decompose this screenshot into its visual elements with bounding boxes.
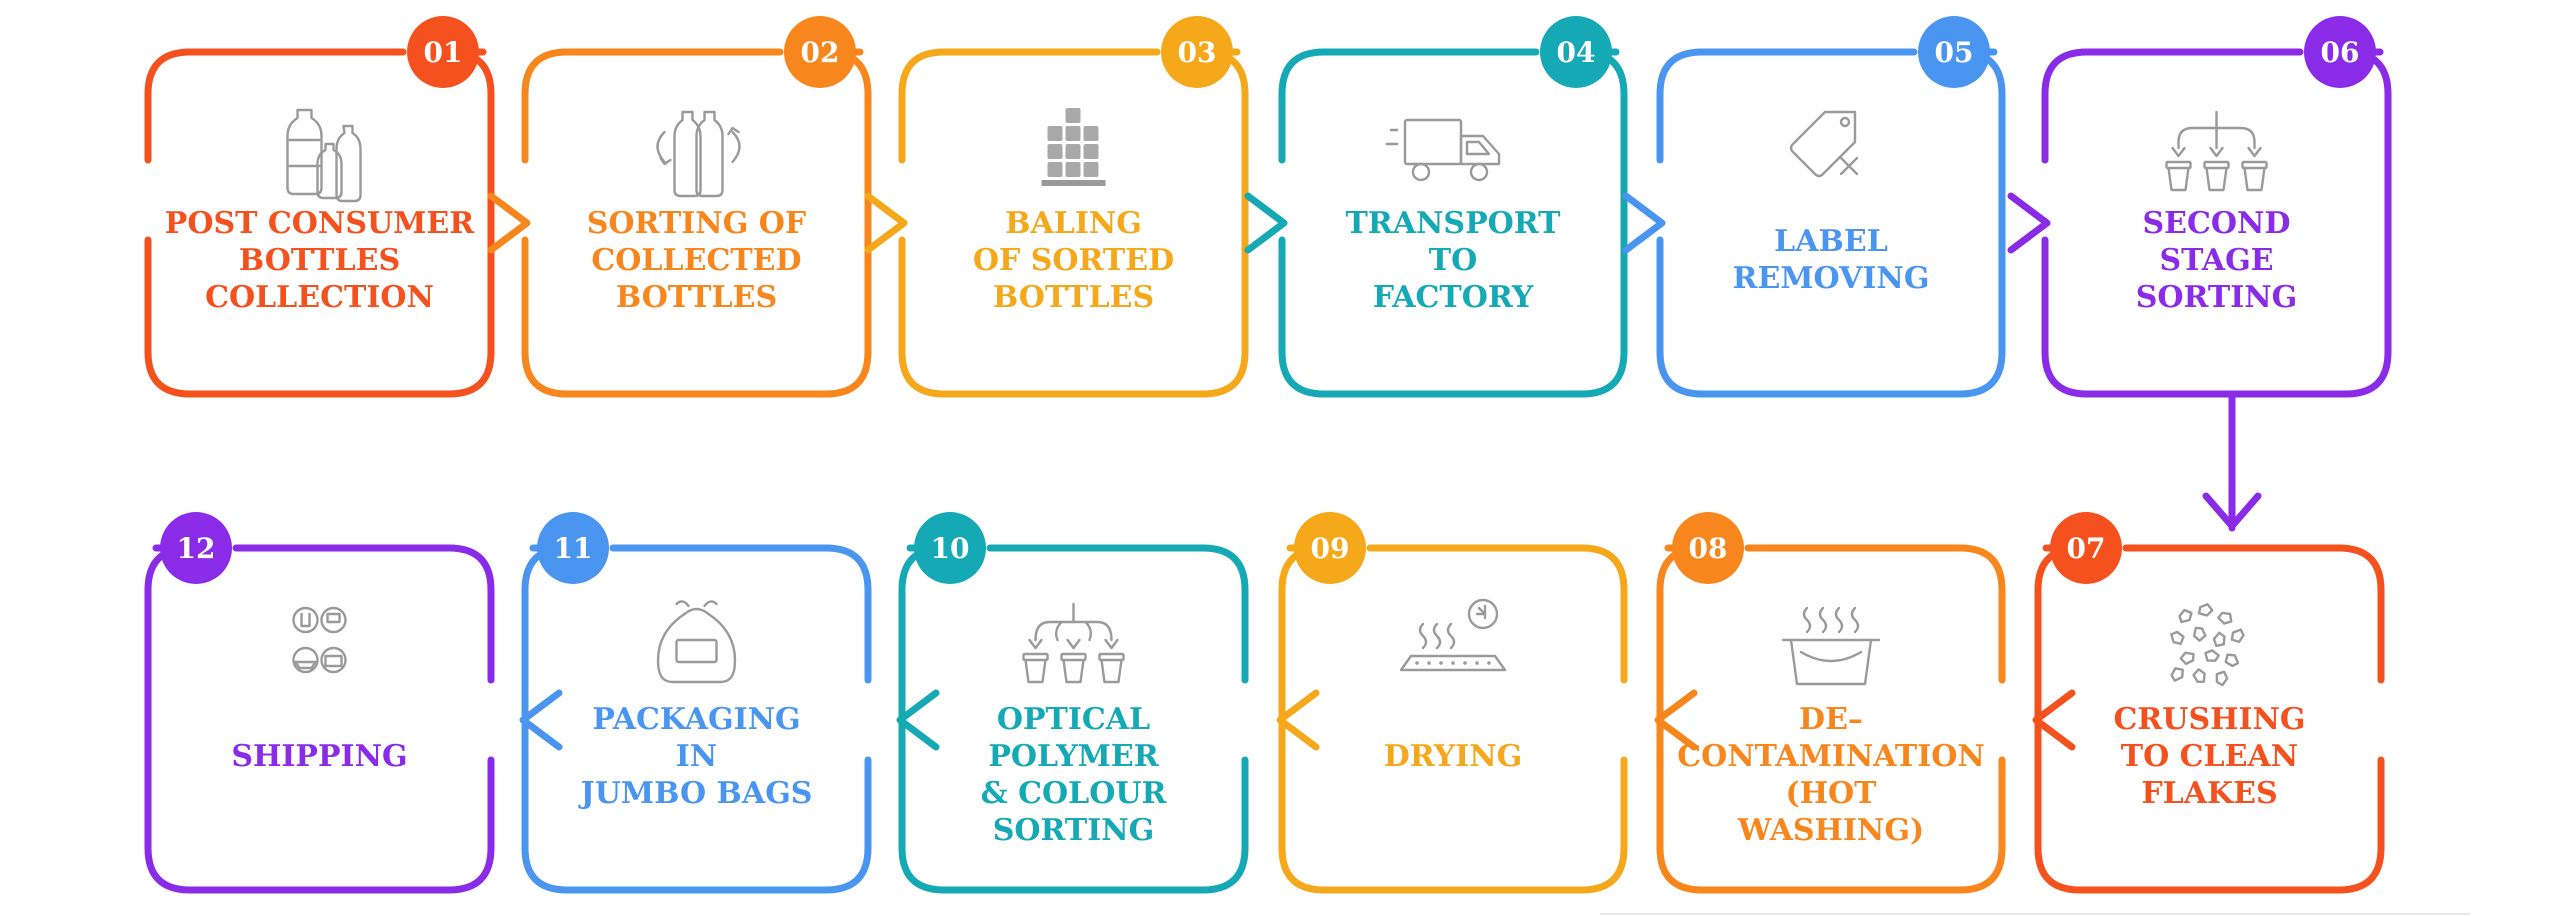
process-step: 10 [896, 512, 1249, 894]
process-step: 04 [1244, 16, 1628, 398]
step-frame [521, 544, 872, 894]
step-number-badge: 12 [160, 512, 232, 584]
flow-arrow [1654, 689, 1698, 751]
bottles-icon [286, 108, 362, 203]
step-label: CRUSHING TO CLEAN FLAKES [2113, 701, 2306, 811]
process-step: 01 [144, 16, 495, 398]
step-number: 01 [424, 36, 463, 69]
step-label: SORTING OF COLLECTED BOTTLES [586, 205, 807, 315]
step-label: SECOND STAGE SORTING [2135, 205, 2298, 315]
flow-arrow [864, 192, 908, 254]
sorting-bins-icon [2165, 110, 2268, 192]
process-step: 08 [1654, 512, 2006, 894]
step-frame [1656, 544, 2006, 894]
step-number: 10 [931, 532, 970, 565]
step-frame [1278, 48, 1628, 398]
step-frame [2041, 48, 2392, 398]
step-number-badge: 10 [914, 512, 986, 584]
process-step: 02 [487, 16, 872, 398]
flow-arrow [487, 192, 531, 254]
step-number: 06 [2321, 36, 2360, 69]
step-number-badge: 11 [537, 512, 609, 584]
step-number-badge: 02 [784, 16, 856, 88]
drying-icon [1399, 598, 1507, 672]
step-label: TRANSPORT TO FACTORY [1345, 205, 1561, 315]
process-step: 03 [864, 16, 1249, 398]
process-step: 09 [1276, 512, 1628, 894]
step-label: BALING OF SORTED BOTTLES [972, 205, 1175, 315]
step-number-badge: 05 [1918, 16, 1990, 88]
step-frame [2034, 544, 2385, 894]
flakes-icon [2170, 603, 2245, 687]
step-number: 08 [1689, 532, 1728, 565]
step-label: PACKAGING IN JUMBO BAGS [580, 701, 813, 811]
optical-sorting-icon [1022, 602, 1125, 684]
step-frame [898, 48, 1249, 398]
step-number-badge: 06 [2304, 16, 2376, 88]
bale-icon [1041, 108, 1106, 186]
step-frame [521, 48, 872, 398]
flow-arrow [1244, 192, 1288, 254]
step-number: 03 [1178, 36, 1217, 69]
jumbo-bag-icon [656, 600, 737, 684]
flow-arrow [1622, 192, 1666, 254]
step-number: 12 [177, 532, 216, 565]
step-label: LABEL REMOVING [1732, 224, 1930, 296]
step-label: OPTICAL POLYMER & COLOUR SORTING [980, 701, 1167, 848]
flow-arrow [519, 689, 563, 751]
step-number-badge: 04 [1540, 16, 1612, 88]
step-label: SHIPPING [231, 738, 408, 774]
step-frame [144, 544, 495, 894]
step-number-badge: 07 [2050, 512, 2122, 584]
step-number: 05 [1935, 36, 1974, 69]
process-step: 07 [2032, 512, 2385, 894]
flow-arrow [2202, 492, 2262, 530]
step-frame [144, 48, 495, 398]
process-step: 06 [2007, 16, 2392, 398]
process-step: 12 [144, 512, 495, 894]
hot-wash-icon [1781, 606, 1881, 686]
flow-arrow [896, 689, 940, 751]
step-number-badge: 03 [1161, 16, 1233, 88]
step-number: 04 [1557, 36, 1596, 69]
step-number-badge: 08 [1672, 512, 1744, 584]
label-remove-icon [1789, 110, 1859, 178]
step-label: DRYING [1383, 738, 1523, 774]
step-frame [1278, 544, 1628, 894]
bottle-sorting-icon [656, 110, 741, 198]
step-label: DE–CONTAMINATION (HOT WASHING) [1677, 701, 1985, 848]
step-number: 07 [2067, 532, 2106, 565]
step-frame [1656, 48, 2006, 398]
step-number: 02 [801, 36, 840, 69]
step-number: 09 [1311, 532, 1350, 565]
step-number: 11 [554, 532, 593, 565]
step-label: POST CONSUMER BOTTLES COLLECTION [164, 205, 475, 315]
step-frame [898, 544, 1249, 894]
step-number-badge: 01 [407, 16, 479, 88]
process-step: 11 [519, 512, 872, 894]
flow-arrow [1276, 689, 1320, 751]
process-step: 05 [1622, 16, 2006, 398]
flow-arrow [2032, 689, 2076, 751]
step-number-badge: 09 [1294, 512, 1366, 584]
shipping-icon [292, 606, 347, 674]
flow-arrow [2007, 192, 2051, 254]
truck-icon [1385, 118, 1501, 182]
